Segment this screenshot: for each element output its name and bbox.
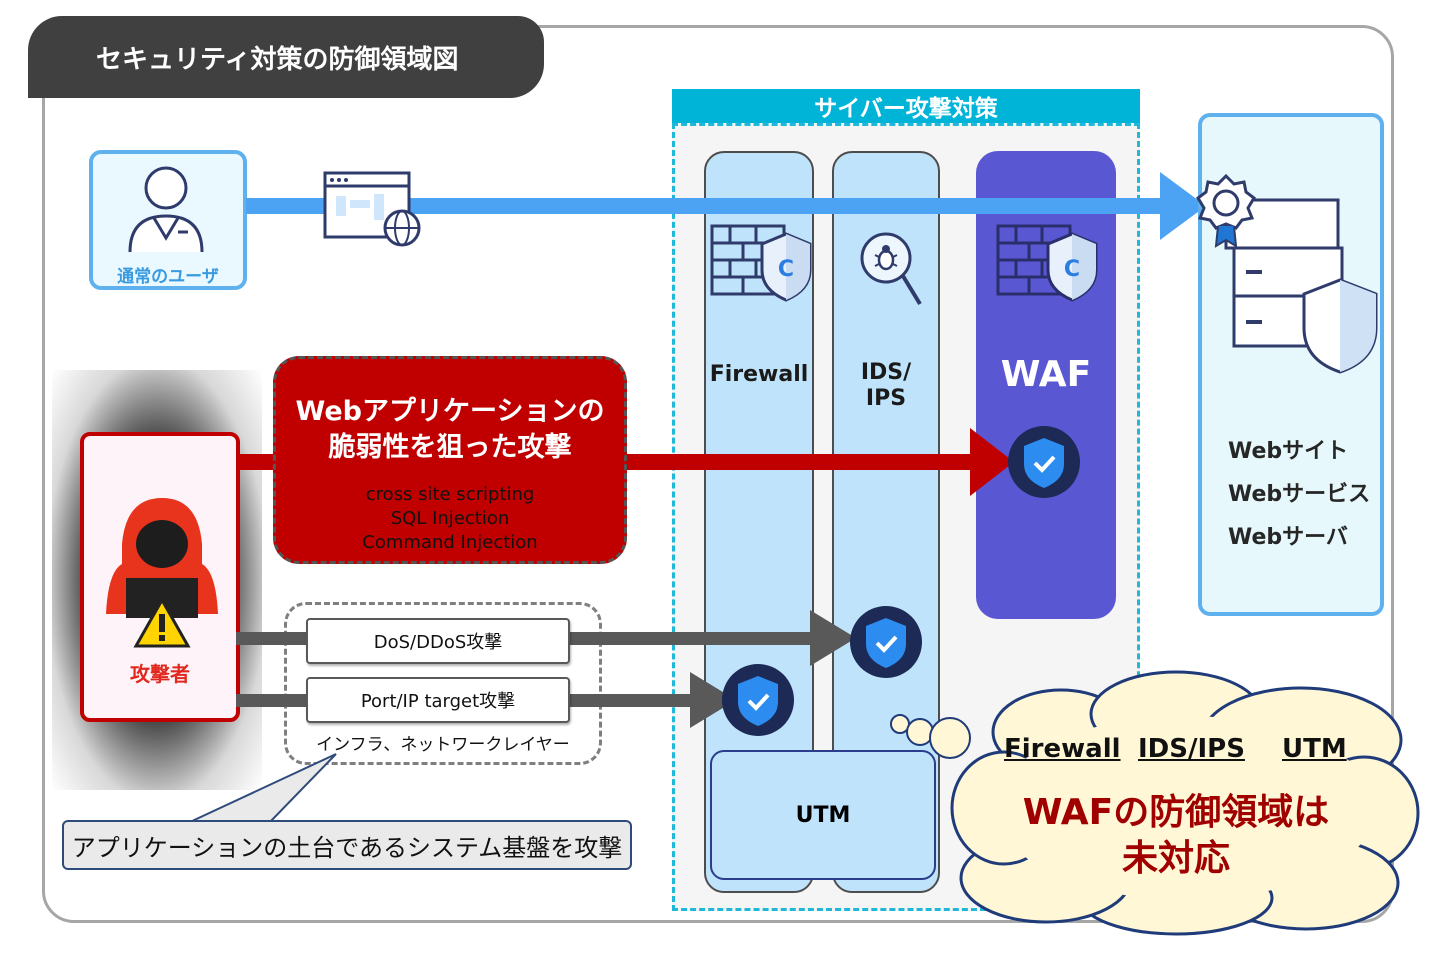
waf-shield-icon: C [994,218,1100,308]
port-attack-label: Port/IP target攻撃 [306,677,570,723]
browser-globe-icon [322,170,424,254]
bug-search-icon [858,222,928,316]
web-item: Webサーバ [1228,525,1348,550]
hacker-icon [104,494,220,658]
web-item: Webサイト [1228,439,1349,464]
cloud-product: IDS/IPS [1138,734,1245,764]
firewall-shield-icon: C [708,218,814,308]
check-shield-icon [1006,424,1082,504]
utm-box: UTM [710,750,936,880]
infra-layer-label: インフラ、ネットワークレイヤー [316,735,570,755]
web-attack-title: Webアプリケーションの 脆弱性を狙った攻撃 [295,396,605,463]
callout-pointer [150,752,350,828]
web-server-shield-icon [1186,168,1386,382]
waf-label: WAF [1000,354,1092,395]
check-shield-icon [848,604,924,684]
system-attack-callout: アプリケーションの土台であるシステム基盤を攻撃 [62,820,632,870]
web-attack-box [273,356,627,564]
normal-user-label: 通常のユーザ [117,267,219,287]
cloud-product: Firewall [1004,734,1121,764]
cyber-defense-heading: サイバー攻撃対策 [672,89,1140,123]
firewall-label: Firewall [709,362,809,387]
check-shield-icon [720,662,796,742]
user-icon [124,160,208,258]
dos-attack-label: DoS/DDoS攻撃 [306,618,570,664]
normal-traffic-arrow [246,168,1206,252]
diagram-title: セキュリティ対策の防御領域図 [28,16,544,98]
attack-method: Command Injection [362,532,538,553]
idsips-label: IDS/ IPS [860,360,912,411]
svg-text:C: C [778,257,794,282]
attack-method: cross site scripting [365,484,535,505]
web-item: Webサービス [1228,482,1371,507]
attacker-label: 攻撃者 [130,662,190,686]
svg-text:C: C [1064,257,1080,282]
thought-cloud [886,668,1426,942]
attack-method: SQL Injection [390,508,510,529]
cloud-message: WAFの防御領域は 未対応 [1022,792,1330,879]
cloud-product: UTM [1282,734,1347,764]
